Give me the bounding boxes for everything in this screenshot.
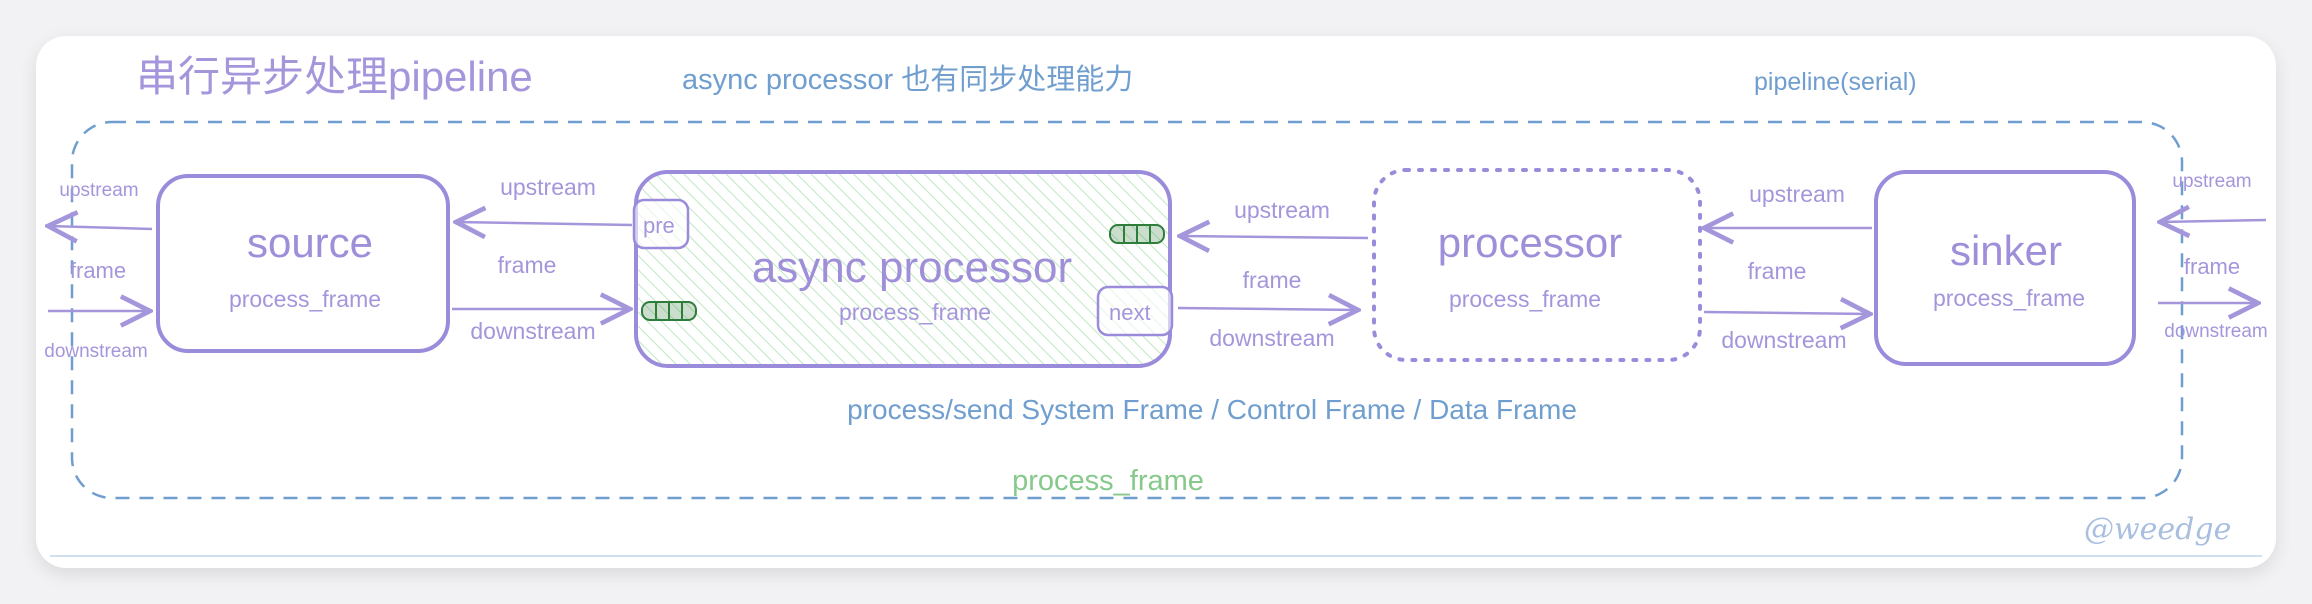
async-processor-method: process_frame	[838, 299, 992, 325]
sinker-method: process_frame	[1932, 285, 2086, 311]
pre-port	[632, 198, 690, 250]
arrow-sinker-upstream-in	[2160, 220, 2267, 222]
left-downstream-label: downstream	[44, 341, 148, 362]
pipeline-label: pipeline(serial)	[1754, 68, 1917, 96]
source-async-downstream-label: downstream	[470, 318, 596, 344]
sinker-title: sinker	[1949, 227, 2063, 274]
processor-method: process_frame	[1448, 286, 1602, 312]
arrow-source-upstream-out	[48, 226, 153, 229]
async-processor-frame-label: frame	[1242, 267, 1302, 293]
async-processor-title: async processor	[751, 243, 1073, 292]
source-async-frame-label: frame	[497, 252, 557, 278]
sinker-node	[1874, 170, 2136, 366]
signature: @weedge	[2084, 512, 2232, 547]
async-processor-downstream-label: downstream	[1209, 325, 1335, 351]
left-upstream-label: upstream	[59, 180, 139, 201]
async-processor-upstream-label: upstream	[1234, 197, 1330, 223]
processor-sinker-upstream-label: upstream	[1749, 181, 1845, 207]
processor-sinker-frame-label: frame	[1747, 258, 1807, 284]
next-label: next	[1109, 300, 1151, 325]
arrow-async-downstream	[1177, 308, 1358, 310]
source-method: process_frame	[228, 286, 382, 312]
processor-node	[1372, 168, 1702, 362]
pre-label: pre	[643, 213, 675, 238]
arrow-async-upstream	[456, 222, 633, 225]
downstream-queue-icon	[641, 301, 697, 321]
processor-title: processor	[1437, 219, 1623, 266]
processor-sinker-downstream-label: downstream	[1721, 327, 1847, 353]
right-downstream-label: downstream	[2164, 321, 2268, 342]
frames-note: process/send System Frame / Control Fram…	[847, 394, 1577, 425]
bottom-process-frame-label: process_frame	[1012, 465, 1204, 497]
arrow-processor-downstream	[1703, 312, 1870, 314]
next-port	[1096, 285, 1174, 337]
left-frame-label: frame	[69, 258, 127, 283]
diagram-title: 串行异步处理pipeline	[136, 53, 533, 100]
right-frame-label: frame	[2183, 254, 2241, 279]
right-upstream-label: upstream	[2172, 171, 2252, 192]
source-async-upstream-label: upstream	[500, 174, 596, 200]
source-title: source	[246, 219, 374, 266]
arrow-processor-upstream	[1180, 236, 1369, 238]
async-processor-node	[634, 170, 1172, 368]
async-note: async processor 也有同步处理能力	[682, 64, 1134, 96]
source-node	[156, 174, 450, 353]
upstream-queue-icon	[1109, 224, 1165, 244]
